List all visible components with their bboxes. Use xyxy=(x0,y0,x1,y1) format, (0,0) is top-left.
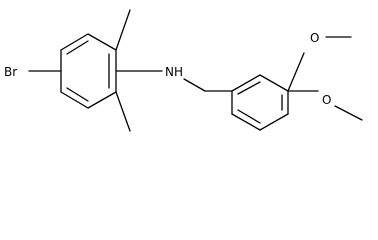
methyl-lower-bond xyxy=(115,91,131,132)
bond xyxy=(231,113,261,131)
double-bond-line xyxy=(66,87,89,102)
bond xyxy=(259,113,289,131)
bond xyxy=(87,33,117,51)
methoxy-lower-bond xyxy=(334,105,363,121)
amine-label: NH xyxy=(165,65,183,79)
bond xyxy=(60,91,89,109)
bond xyxy=(231,74,261,92)
structure-canvas: Br NH O O xyxy=(4,9,363,132)
dimethoxyphenyl-ring xyxy=(231,74,289,131)
bond xyxy=(87,91,117,109)
bond-nitrogen-to-methylene xyxy=(183,78,206,92)
double-bond-line xyxy=(237,109,261,124)
bromine-label: Br xyxy=(4,65,17,79)
oxygen-upper-label: O xyxy=(310,31,319,45)
bond xyxy=(60,33,89,51)
bond xyxy=(259,74,289,92)
oxygen-lower-label: O xyxy=(322,93,331,107)
methyl-upper-bond xyxy=(115,9,131,51)
dimethylphenyl-ring xyxy=(60,33,117,109)
chemical-structure-diagram: Br NH O O xyxy=(4,9,363,132)
double-bond-line xyxy=(66,40,89,55)
bond-ring-to-upper-oxygen xyxy=(287,52,305,92)
double-bond-line xyxy=(237,81,261,95)
